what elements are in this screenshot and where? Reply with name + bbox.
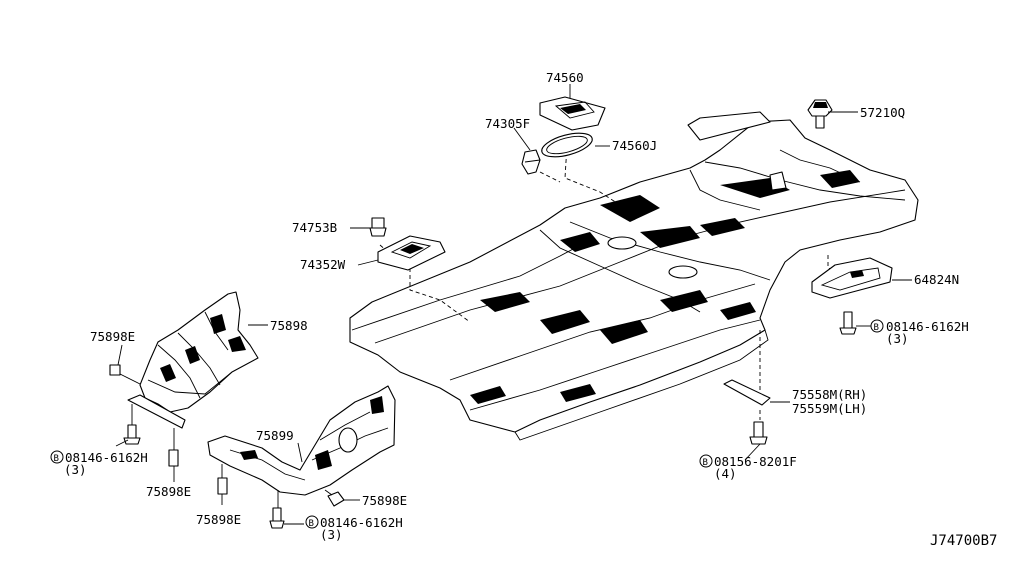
- part-labels: 74560 74305F 74560J 57210Q 74753B 74352W…: [90, 70, 959, 527]
- part-74560j-ring: [541, 132, 610, 158]
- bolt-callout-bottom: B 08146-6162H (3): [305, 515, 403, 542]
- label-75898: 75898: [270, 318, 308, 333]
- bolt-callout-rear: B 08156-8201F (4): [699, 454, 797, 481]
- floor-panel: [349, 111, 919, 441]
- part-64824n-bracket: [811, 257, 912, 335]
- bolt-qty: (3): [320, 527, 343, 542]
- part-74753b-nut: [350, 217, 387, 237]
- label-74560: 74560: [546, 70, 584, 85]
- bolt-callout-left: B 08146-6162H (3): [50, 450, 148, 477]
- part-74352w-bracket: [357, 235, 446, 271]
- bolt-symbol: B: [874, 323, 879, 333]
- label-75558m: 75558M(RH): [792, 387, 867, 402]
- bolt-number: 08146-6162H: [65, 450, 148, 465]
- label-57210q: 57210Q: [860, 105, 905, 120]
- label-64824n: 64824N: [914, 272, 959, 287]
- diagram-code: J74700B7: [930, 533, 997, 549]
- part-57210q-grommet: [807, 99, 858, 129]
- bolt-qty: (3): [886, 331, 909, 346]
- label-74352w: 74352W: [300, 257, 346, 272]
- label-74560j: 74560J: [612, 138, 657, 153]
- part-74305f-clip: [513, 127, 541, 175]
- bolt-symbol: B: [309, 519, 314, 529]
- bolt-symbol: B: [54, 454, 59, 464]
- part-75899-undercover: [207, 385, 396, 529]
- part-75558m-bracket: [723, 379, 790, 461]
- bolt-symbol: B: [703, 458, 708, 468]
- label-75898e-b: 75898E: [196, 512, 241, 527]
- label-74753b: 74753B: [292, 220, 337, 235]
- bolt-callout-right: B 08146-6162H (3): [870, 319, 969, 346]
- label-74305f: 74305F: [485, 116, 530, 131]
- part-74560-plate: [539, 84, 606, 131]
- part-75898-undercover: [109, 291, 268, 482]
- bolt-qty: (4): [714, 466, 737, 481]
- label-75898e-c: 75898E: [362, 493, 407, 508]
- bolt-number: 08146-6162H: [886, 319, 969, 334]
- label-75559m: 75559M(LH): [792, 401, 867, 416]
- bolt-number: 08156-8201F: [714, 454, 797, 469]
- bolt-number: 08146-6162H: [320, 515, 403, 530]
- label-75899: 75899: [256, 428, 294, 443]
- label-75898e-left: 75898E: [90, 329, 135, 344]
- bolt-qty: (3): [64, 462, 87, 477]
- label-75898e-a: 75898E: [146, 484, 191, 499]
